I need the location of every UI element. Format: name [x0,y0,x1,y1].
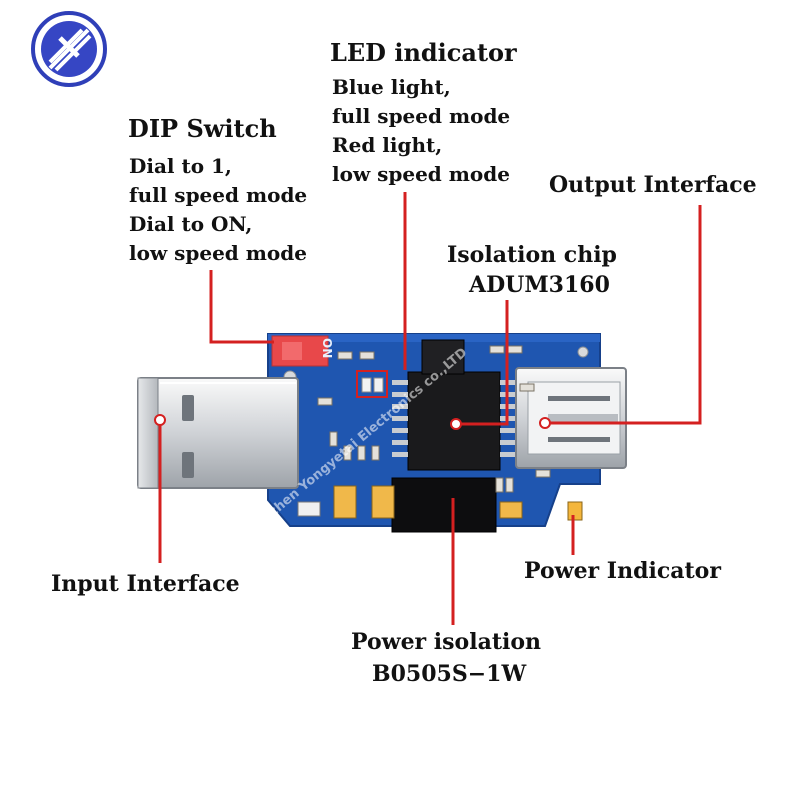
dip-switch-description: Dial to 1, full speed mode Dial to ON, l… [129,152,307,268]
output-interface-label: Output Interface [549,172,757,198]
dip-line-2: full speed mode [129,183,308,207]
switch-on-silk: ON [320,338,334,359]
usb-input-plug [137,377,299,489]
led-line-1: Blue light, [332,75,451,99]
isolation-chip-model: ADUM3160 [469,272,610,298]
dip-switch-title: DIP Switch [128,114,277,143]
power-isolation-title: Power isolation [351,629,542,655]
led-line-2: full speed mode [332,104,511,128]
power-isolation-model: B0505S−1W [372,661,527,687]
power-indicator-label: Power Indicator [524,558,721,584]
dip-line-3: Dial to ON, [129,212,253,236]
led-indicators [356,370,388,398]
isolation-chip-title: Isolation chip [447,242,617,268]
dip-line-4: low speed mode [129,241,307,265]
brand-logo [31,11,107,87]
dip-line-1: Dial to 1, [129,154,232,178]
led-indicator-title: LED indicator [330,38,517,67]
input-interface-label: Input Interface [51,571,240,597]
led-indicator-description: Blue light, full speed mode Red light, l… [332,73,510,189]
led-line-3: Red light, [332,133,443,157]
usb-output-socket [515,367,627,469]
led-line-4: low speed mode [332,162,510,186]
power-isolation-module [391,477,497,533]
